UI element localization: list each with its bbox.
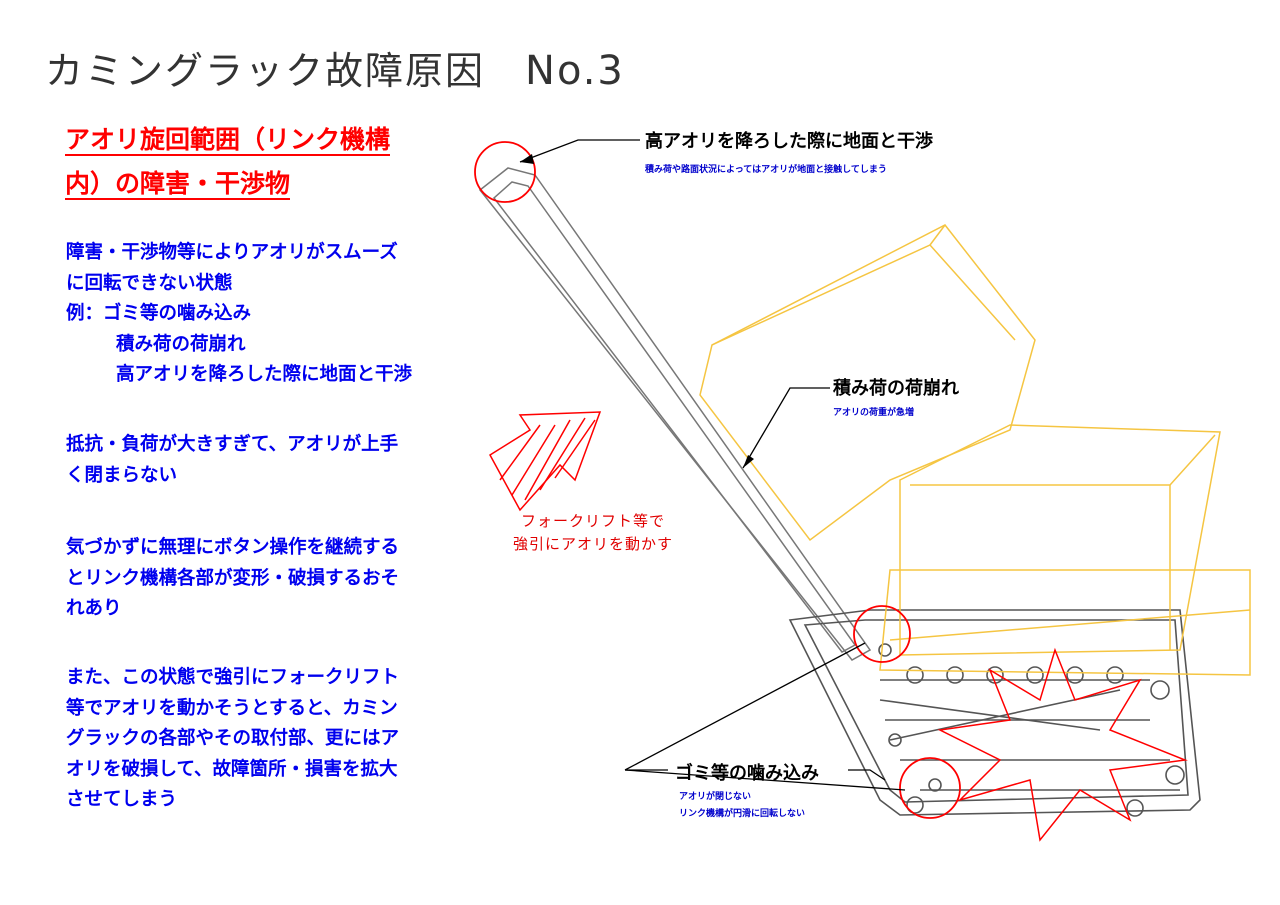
p1-line1: 障害・干渉物等によりアオリがスムーズ (66, 242, 398, 263)
forklift-line2: 強引にアオリを動かす (512, 535, 673, 553)
p4-line4: オリを破損して、故障箇所・損害を拡大 (66, 758, 398, 780)
paragraph-1: 障害・干渉物等によりアオリがスムーズ に回転できない状態 例：ゴミ等の噛み込み … (66, 238, 476, 391)
p4-line1: また、この状態で強引にフォークリフト (66, 667, 400, 688)
p3-line1: 気づかずに無理にボタン操作を継続する (66, 537, 400, 558)
p1-line5: 高アオリを降ろした際に地面と干渉 (116, 364, 413, 385)
forklift-label: フォークリフト等で 強引にアオリを動かす (488, 510, 698, 556)
p4-line3: グラックの各部やその取付部、更にはア (66, 728, 400, 749)
callout-cargo-label: 積み荷の荷崩れ (833, 378, 959, 399)
p3-line3: れあり (66, 598, 122, 619)
heading-line2: 内）の障害・干渉物 (65, 169, 291, 200)
forklift-line1: フォークリフト等で (520, 512, 665, 530)
debris-circle (899, 757, 961, 819)
cargo-box-upper (699, 224, 1036, 542)
paragraph-2: 抵抗・負荷が大きすぎて、アオリが上手 く閉まらない (66, 430, 476, 491)
truck-bed (879, 569, 1251, 676)
p1-line4: 積み荷の荷崩れ (116, 333, 246, 355)
paragraph-4: また、この状態で強引にフォークリフト 等でアオリを動かそうとすると、カミン グラ… (66, 663, 476, 816)
ground-contact-circle (474, 141, 536, 203)
heading-line1: アオリ旋回範囲（リンク機構 (65, 125, 391, 156)
linkage-circle (853, 605, 911, 663)
section-heading: アオリ旋回範囲（リンク機構 内）の障害・干渉物 (65, 118, 460, 206)
paragraph-3: 気づかずに無理にボタン操作を継続する とリンク機構各部が変形・破損するおそ れあ… (66, 533, 476, 625)
cargo-box-lower (899, 424, 1221, 656)
p1-line2: に回転できない状態 (66, 272, 233, 294)
callout-debris-sub1: アオリが閉じない (679, 792, 752, 802)
leader-lines (519, 139, 906, 791)
page-title: カミングラック故障原因 No.3 (45, 40, 625, 95)
p4-line5: させてしまう (66, 789, 178, 810)
p4-line2: 等でアオリを動かそうとすると、カミン (66, 697, 398, 719)
callout-ground-sub: 積み荷や路面状況によってはアオリが地面と接触してしまう (645, 165, 887, 175)
debris-starburst (937, 647, 1188, 842)
p2-line1: 抵抗・負荷が大きすぎて、アオリが上手 (66, 434, 399, 455)
leader-arrowheads (520, 154, 754, 468)
forklift-arrow (489, 411, 602, 512)
gate-panel (478, 167, 872, 661)
p2-line2: く閉まらない (66, 464, 178, 486)
p1-line3: 例：ゴミ等の噛み込み (66, 303, 252, 324)
callout-ground-label: 高アオリを降ろした際に地面と干渉 (645, 131, 933, 152)
callout-debris-label: ゴミ等の噛み込み (675, 763, 819, 784)
callout-cargo-sub: アオリの荷重が急増 (833, 408, 915, 418)
title-number: No.3 (525, 48, 625, 94)
p3-line2: とリンク機構各部が変形・破損するおそ (66, 567, 400, 589)
title-main: カミングラック故障原因 (45, 49, 486, 93)
callout-debris-sub2: リンク機構が円滑に回転しない (679, 809, 806, 819)
